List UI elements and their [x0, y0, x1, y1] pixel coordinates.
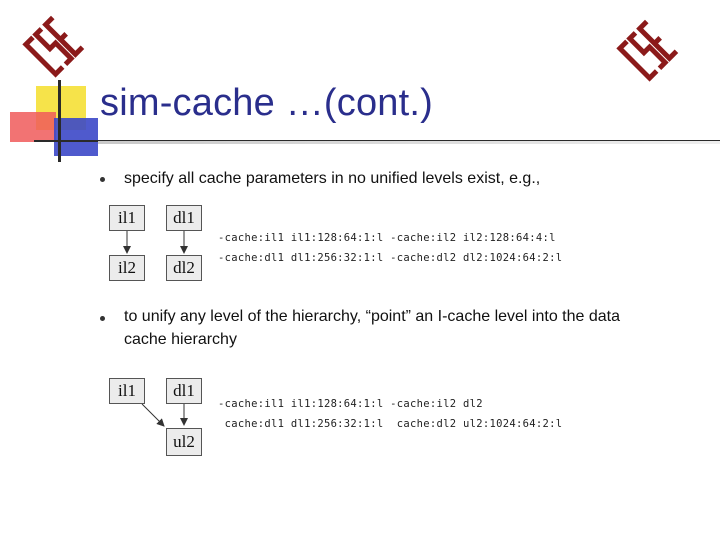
box-il1: il1: [109, 205, 145, 231]
box-dl1: dl1: [166, 378, 202, 404]
decor-vertical-line: [58, 80, 61, 162]
cse-logo-left: [22, 8, 92, 78]
bullet-dot: [100, 316, 105, 321]
cse-logo-right: [616, 12, 686, 82]
code-line: -cache:il1 il1:128:64:1:l -cache:il2 il2…: [218, 232, 556, 244]
box-dl2: dl2: [166, 255, 202, 281]
code-line: -cache:il1 il1:128:64:1:l -cache:il2 dl2: [218, 398, 483, 410]
box-il1: il1: [109, 378, 145, 404]
title-underline: [98, 141, 720, 144]
box-dl1: dl1: [166, 205, 202, 231]
decor-red-block: [10, 112, 56, 142]
arrow-il1-ul2: [141, 403, 165, 427]
cse-logo-icon: [616, 19, 679, 82]
slide-title: sim-cache …(cont.): [100, 82, 434, 124]
code-line: -cache:dl1 dl1:256:32:1:l -cache:dl2 dl2…: [218, 252, 563, 264]
bullet-text: to unify any level of the hierarchy, “po…: [124, 308, 620, 348]
cse-logo-icon: [22, 15, 85, 78]
code-line: cache:dl1 dl1:256:32:1:l cache:dl2 ul2:1…: [218, 418, 563, 430]
box-il2: il2: [109, 255, 145, 281]
box-ul2: ul2: [166, 428, 202, 456]
decor-blue-block: [54, 118, 98, 156]
bullet-text: specify all cache parameters in no unifi…: [124, 170, 541, 187]
bullet-dot: [100, 177, 105, 182]
